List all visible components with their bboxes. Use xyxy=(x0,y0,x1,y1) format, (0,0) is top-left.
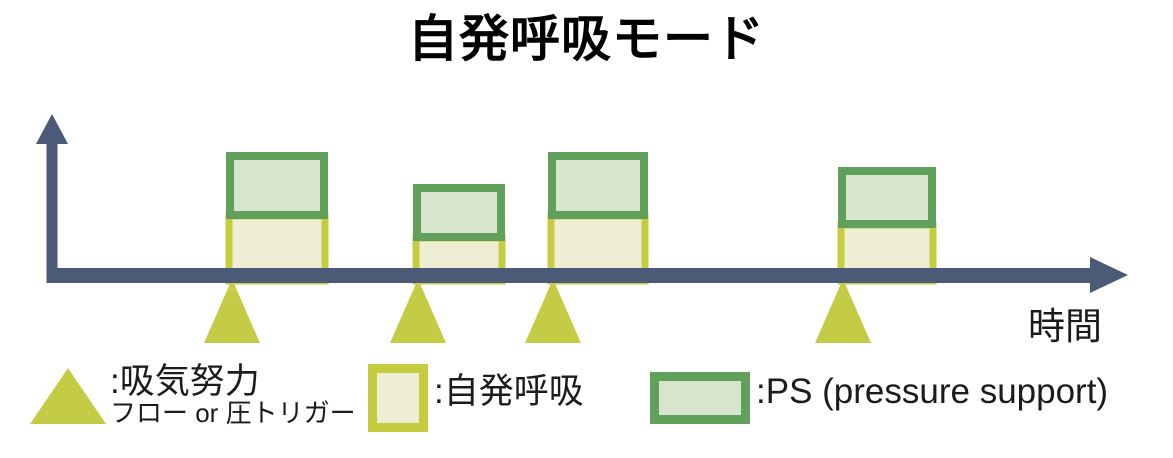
breath-bar-group xyxy=(225,152,329,285)
green-rect-icon xyxy=(650,372,750,424)
triangle-icon xyxy=(30,368,106,424)
legend-item-spontaneous-breath: :自発呼吸 xyxy=(368,364,584,432)
trigger-marker-triangle xyxy=(204,279,260,343)
legend-spont-text: :自発呼吸 xyxy=(434,372,584,411)
legend-item-label: :PS (pressure support) xyxy=(756,372,1109,411)
legend-item-label: :自発呼吸 xyxy=(434,372,584,411)
pressure-support-bar xyxy=(548,152,648,219)
legend: :吸気努力 フロー or 圧トリガー :自発呼吸 :PS (pressure s… xyxy=(0,358,1173,458)
axes-layer xyxy=(36,114,1128,293)
pressure-support-bar xyxy=(226,152,328,219)
trigger-marker-triangle xyxy=(525,279,581,343)
legend-effort-text: :吸気努力 フロー or 圧トリガー xyxy=(110,362,356,428)
figure-title: 自発呼吸モード xyxy=(408,11,765,67)
x-axis-arrow-icon xyxy=(1090,257,1128,293)
x-axis-line xyxy=(46,268,1092,283)
breath-bar-group xyxy=(837,167,937,285)
legend-item-pressure-support: :PS (pressure support) xyxy=(650,364,1108,424)
breath-bar-group xyxy=(412,184,506,285)
legend-item-label: :吸気努力 xyxy=(110,362,260,401)
trigger-marker-triangle xyxy=(390,279,446,343)
y-axis-arrow-icon xyxy=(36,114,68,144)
yellow-square-icon xyxy=(368,364,428,432)
trigger-markers-layer xyxy=(204,279,871,343)
x-axis-label: 時間 xyxy=(1028,306,1102,347)
pressure-support-bar xyxy=(413,184,505,241)
legend-item-inspiratory-effort: :吸気努力 フロー or 圧トリガー xyxy=(30,362,356,428)
legend-item-sublabel: フロー or 圧トリガー xyxy=(110,398,356,429)
y-axis-line xyxy=(46,140,58,276)
trigger-marker-triangle xyxy=(815,279,871,343)
legend-ps-text: :PS (pressure support) xyxy=(756,372,1108,411)
pressure-support-bar xyxy=(838,167,936,228)
bars-layer xyxy=(225,152,937,285)
breath-bar-group xyxy=(547,152,649,285)
